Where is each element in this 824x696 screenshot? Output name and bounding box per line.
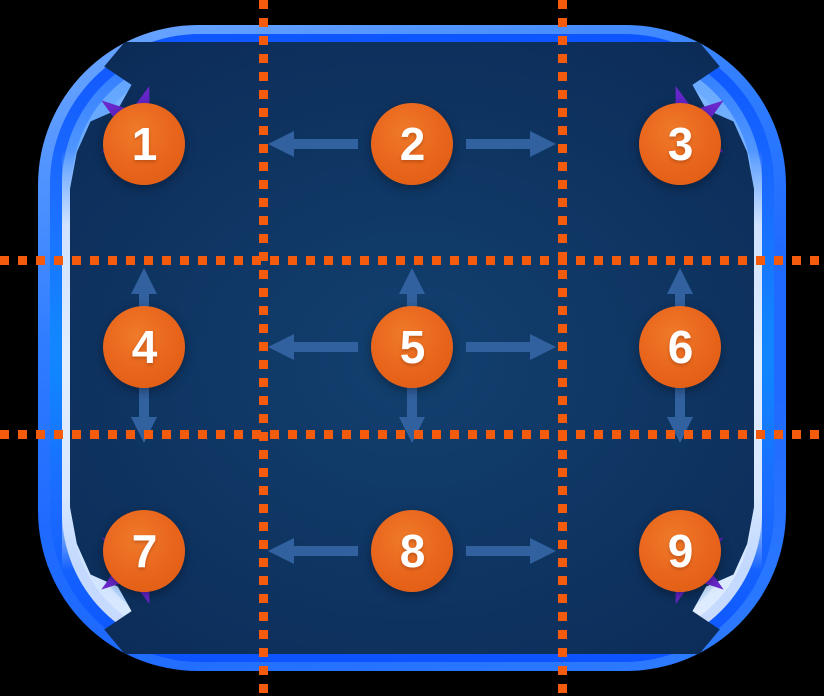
zone-node-2[interactable]: 2 [371, 103, 453, 185]
zone-node-label: 5 [399, 321, 426, 373]
arrow-4-up [130, 268, 158, 328]
zone-node-4[interactable]: 4 [103, 306, 185, 388]
arrow-6-up [666, 268, 694, 328]
zone-node-label: 3 [667, 118, 694, 170]
zone-node-7[interactable]: 7 [103, 510, 185, 592]
grid-line-horizontal-1 [0, 256, 824, 265]
arrow-8-left [268, 537, 358, 565]
zone-node-5[interactable]: 5 [371, 306, 453, 388]
zone-node-1[interactable]: 1 [103, 103, 185, 185]
zone-node-9[interactable]: 9 [639, 510, 721, 592]
arrow-5-up [398, 268, 426, 328]
zone-node-label: 6 [667, 321, 694, 373]
arrow-8-right [466, 537, 556, 565]
arrow-4-down [130, 383, 158, 443]
arrow-2-left [268, 130, 358, 158]
grid-line-vertical-2 [558, 0, 567, 696]
grid-line-horizontal-2 [0, 430, 824, 439]
grid-line-vertical-1 [259, 0, 268, 696]
zone-node-label: 1 [131, 118, 158, 170]
zone-node-label: 2 [399, 118, 426, 170]
zone-node-8[interactable]: 8 [371, 510, 453, 592]
arrow-5-right [466, 333, 556, 361]
zone-node-6[interactable]: 6 [639, 306, 721, 388]
zone-node-label: 7 [131, 525, 158, 577]
zone-node-3[interactable]: 3 [639, 103, 721, 185]
zone-node-label: 9 [667, 525, 694, 577]
zone-node-label: 4 [131, 321, 158, 373]
arrow-5-down [398, 383, 426, 443]
arrow-5-left [268, 333, 358, 361]
arrow-6-down [666, 383, 694, 443]
zone-node-label: 8 [399, 525, 426, 577]
arrow-2-right [466, 130, 556, 158]
